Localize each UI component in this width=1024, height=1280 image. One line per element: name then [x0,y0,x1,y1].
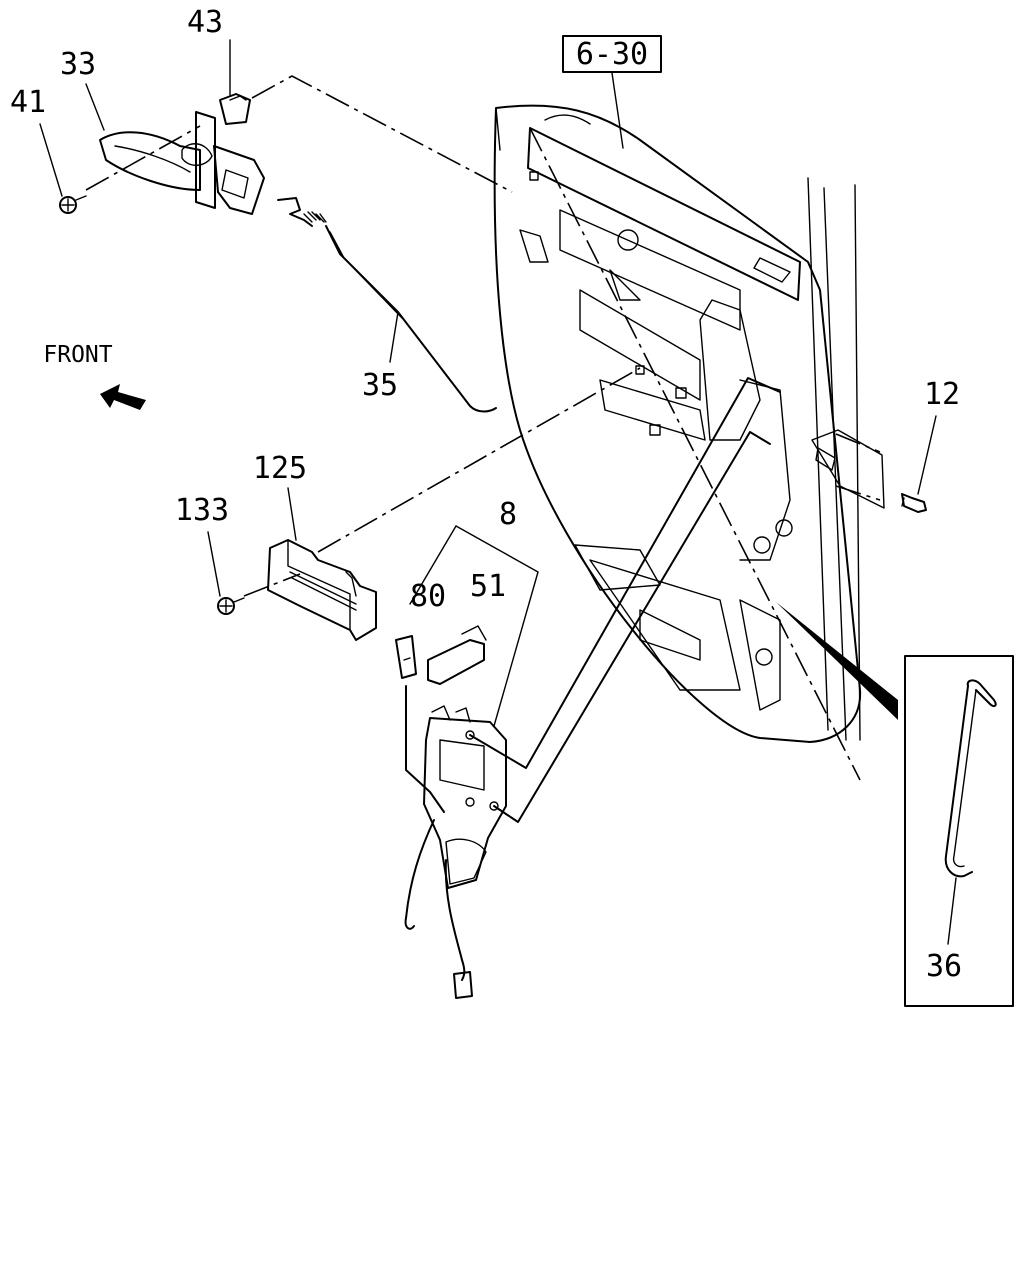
callout-36: 36 [926,949,962,984]
front-indicator: FRONT [43,342,146,410]
detail-pointer [776,602,898,720]
callout-43: 43 [187,5,223,40]
callout-41: 41 [10,85,46,120]
part-43-clip: 43 [187,5,251,125]
front-arrow-icon [100,384,146,410]
part-8-lock-assembly: 8 80 51 [395,377,781,999]
reference-box-6-30: 6-30 [562,35,662,149]
front-label: FRONT [43,342,112,368]
callout-8: 8 [499,497,517,532]
part-33-handle: 33 [60,47,265,215]
leader-125 [317,367,641,553]
part-125-bracket: 125 [253,365,645,641]
door-inner-panel [493,104,885,781]
group-bracket-8 [455,525,539,727]
callout-51: 51 [470,569,506,604]
part-12-screw: 12 [835,377,960,513]
leader-43 [251,75,513,193]
callout-33: 33 [60,47,96,82]
part-35-rod: 35 [277,197,497,413]
part-41-screw: 41 [10,85,201,214]
callout-80: 80 [410,579,446,614]
reference-box-label: 6-30 [576,37,648,72]
callout-35: 35 [362,368,398,403]
callout-12: 12 [924,377,960,412]
part-133-screw: 133 [175,493,301,615]
callout-125: 125 [253,451,307,486]
callout-133: 133 [175,493,229,528]
detail-inset-36: 36 [776,602,1014,1007]
